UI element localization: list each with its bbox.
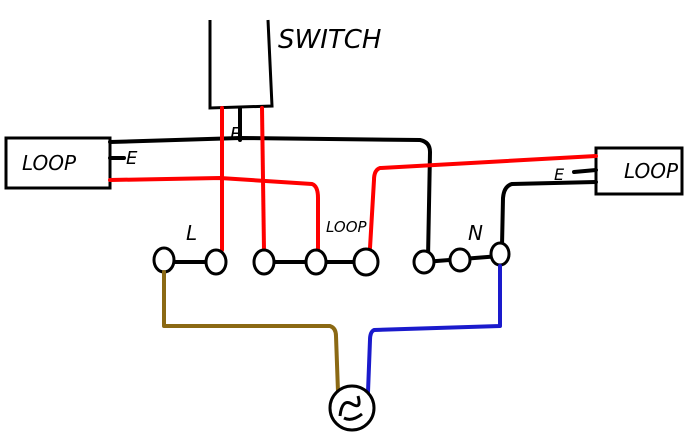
- terminal-n-2: [448, 247, 472, 273]
- terminal-n-1: [412, 249, 436, 275]
- live-label: L: [186, 221, 197, 245]
- neutral-label: N: [468, 221, 483, 245]
- terminal-n-3: [489, 241, 511, 267]
- lamp-filament: [338, 395, 363, 421]
- loop-right-label: LOOP: [624, 159, 679, 183]
- brown-wire: [162, 270, 340, 394]
- red-wire-switch-right: [260, 106, 266, 252]
- lamp-icon: [328, 384, 376, 432]
- loop-left-label: LOOP: [22, 151, 77, 175]
- blue-wire: [366, 264, 502, 394]
- terminal-l-2: [204, 248, 228, 276]
- earth-right-label: E: [554, 165, 565, 184]
- red-wire-left-loop: [108, 176, 320, 252]
- terminal-l-1: [152, 246, 176, 274]
- switch-box: [208, 19, 274, 110]
- loop-box-right: [594, 146, 684, 196]
- earth-left-label: E: [126, 148, 138, 169]
- terminal-loop-3: [352, 247, 380, 277]
- terminal-loop-2: [304, 248, 328, 276]
- earth-right-tick: [572, 168, 598, 174]
- switch-label: SWITCH: [278, 25, 381, 55]
- earth-wire-top: [108, 136, 432, 260]
- terminal-loop-1: [252, 248, 276, 276]
- loop-middle-label: LOOP: [326, 218, 368, 236]
- red-wire-right-loop: [368, 154, 598, 250]
- loop-box-left: [4, 136, 112, 190]
- neutral-wire-right: [500, 180, 598, 248]
